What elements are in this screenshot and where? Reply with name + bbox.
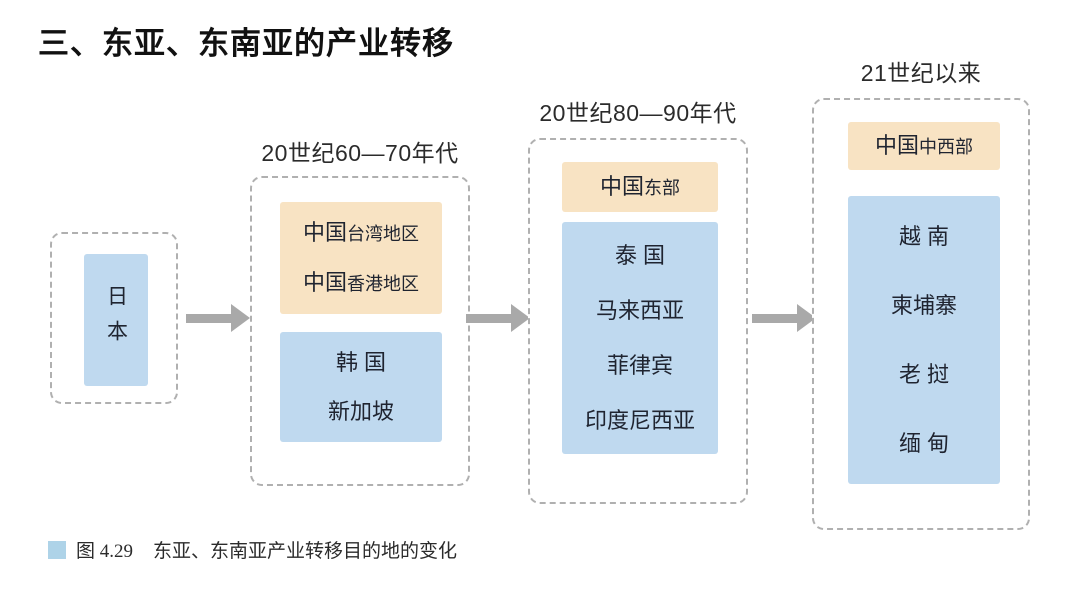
arrow-shaft: [752, 313, 797, 323]
group-box-china-east[interactable]: 中国东部: [562, 162, 718, 212]
region-label-china-east: 中国东部: [599, 174, 680, 199]
arrow-1960s-to-1980s: [466, 304, 530, 332]
region-label-indonesia: 印度尼西亚: [584, 407, 695, 433]
arrow-1980s-to-21st-century: [752, 304, 816, 332]
figure-caption: 图 4.29 东亚、东南亚产业转移目的地的变化: [48, 536, 457, 563]
figure-caption-text: 东亚、东南亚产业转移目的地的变化: [153, 541, 458, 562]
group-box-china-central-west[interactable]: 中国中西部: [848, 122, 1000, 170]
group-box-korea-singapore[interactable]: 韩 国 新加坡: [280, 332, 442, 442]
region-label-hongkong: 中国香港地区: [302, 270, 419, 295]
stage-21st-century: 21世纪以来 中国中西部 越 南 柬埔寨 老 挝 缅 甸: [812, 54, 1030, 532]
figure-number: 图 4.29: [76, 541, 134, 562]
arrow-japan-to-1960s: [186, 304, 250, 332]
region-label-laos: 老 挝: [898, 361, 950, 387]
stage-header-1980s-1990s: 20世纪80—90年代: [539, 100, 737, 126]
stage-1960s-1970s-container: 中国台湾地区 中国香港地区 韩 国 新加坡: [250, 176, 470, 486]
region-label-korea: 韩 国: [335, 349, 387, 375]
legend-swatch-icon: [48, 540, 66, 559]
arrow-head-icon: [797, 304, 816, 332]
stage-1980s-1990s-container: 中国东部 泰 国 马来西亚 菲律宾 印度尼西亚: [528, 138, 748, 504]
stage-1960s-1970s: 20世纪60—70年代 中国台湾地区 中国香港地区 韩 国 新加坡: [250, 134, 470, 486]
region-label-malaysia: 马来西亚: [595, 297, 684, 323]
group-box-southeast-asia-2[interactable]: 越 南 柬埔寨 老 挝 缅 甸: [848, 196, 1000, 484]
page-title: 三、东亚、东南亚的产业转移: [38, 26, 454, 61]
group-box-southeast-asia-1[interactable]: 泰 国 马来西亚 菲律宾 印度尼西亚: [562, 222, 718, 454]
stage-japan-container: 日本: [50, 232, 178, 404]
arrow-shaft: [186, 313, 231, 323]
arrow-head-icon: [231, 304, 250, 332]
region-label-vietnam: 越 南: [898, 223, 950, 249]
arrow-head-icon: [511, 304, 530, 332]
group-box-china-regions[interactable]: 中国台湾地区 中国香港地区: [280, 202, 442, 314]
stage-21st-century-container: 中国中西部 越 南 柬埔寨 老 挝 缅 甸: [812, 98, 1030, 530]
stage-header-21st-century: 21世纪以来: [860, 60, 982, 86]
region-label-japan: 日本: [104, 285, 128, 355]
stage-1980s-1990s: 20世纪80—90年代 中国东部 泰 国 马来西亚 菲律宾 印度尼西亚: [528, 94, 748, 506]
region-label-myanmar: 缅 甸: [898, 430, 950, 456]
region-label-thailand: 泰 国: [614, 242, 666, 268]
region-label-philippines: 菲律宾: [606, 352, 673, 378]
region-label-china-central-west: 中国中西部: [874, 133, 973, 158]
region-label-singapore: 新加坡: [327, 398, 394, 424]
region-label-cambodia: 柬埔寨: [890, 292, 957, 318]
arrow-shaft: [466, 313, 511, 323]
region-label-taiwan: 中国台湾地区: [302, 220, 419, 245]
group-box-japan[interactable]: 日本: [84, 254, 148, 386]
stage-japan: 日本: [50, 232, 178, 404]
stage-header-1960s-1970s: 20世纪60—70年代: [261, 140, 459, 166]
